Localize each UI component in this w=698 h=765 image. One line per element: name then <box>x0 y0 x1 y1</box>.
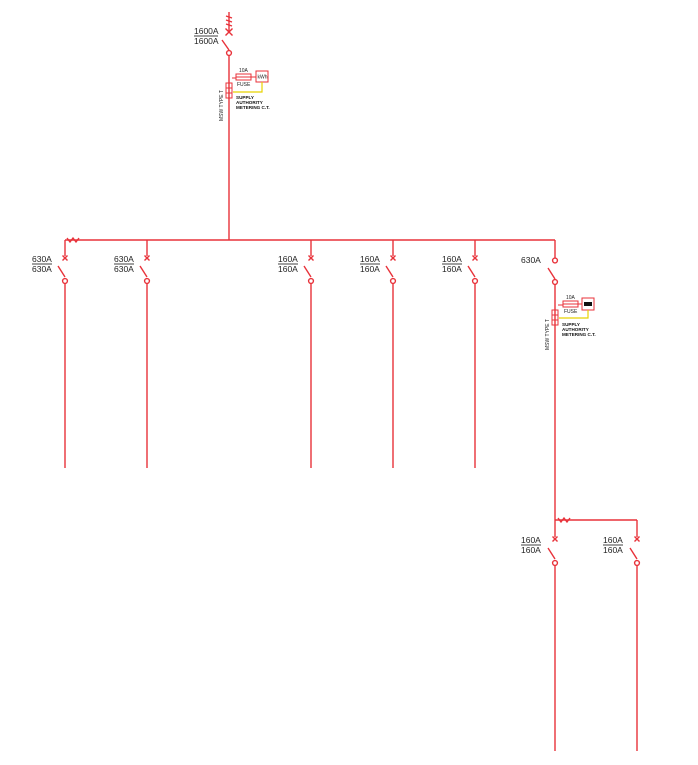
sub-metering: 10A FUSE MSW TYPE T SUPPLY AUTHORITY MET… <box>545 295 596 350</box>
main-breaker-rating-bottom: 1600A <box>194 36 219 46</box>
metering-text-3: METERING C.T. <box>562 332 596 337</box>
feeder-rating-bottom: 630A <box>32 264 52 274</box>
fuse-rating: 10A <box>239 68 249 74</box>
meter-display <box>584 302 592 306</box>
feeder-6: 630A <box>521 240 559 520</box>
fuse-label: FUSE <box>237 82 251 88</box>
feeder-rating-top: 630A <box>521 255 541 265</box>
fuse-label: FUSE <box>564 309 578 315</box>
feeder-rating-top: 160A <box>521 535 541 545</box>
main-busbar <box>65 236 555 244</box>
feeder-rating-top: 160A <box>603 535 623 545</box>
sub-feeder-2: 160A 160A <box>603 520 641 751</box>
metering-text-1: SUPPLY <box>562 322 580 327</box>
feeder-1: 630A 630A <box>32 240 69 468</box>
meter-label: kWh <box>258 75 268 81</box>
metering-ct <box>225 82 233 99</box>
feeder-rating-bottom: 630A <box>114 264 134 274</box>
feeder-rating-top: 160A <box>442 254 462 264</box>
feeder-2: 630A 630A <box>114 240 151 468</box>
feeder-rating-bottom: 160A <box>521 545 541 555</box>
metering-text-3: METERING C.T. <box>236 105 270 110</box>
vt-label: MSW TYPE T <box>219 90 225 121</box>
metering-text-2: AUTHORITY <box>562 327 589 332</box>
feeder-rating-bottom: 160A <box>442 264 462 274</box>
feeder-rating-bottom: 160A <box>360 264 380 274</box>
feeder-rating-top: 160A <box>278 254 298 264</box>
fuse-rating: 10A <box>566 295 576 301</box>
main-metering: 10A FUSE kWh MSW TYPE T SUPPLY AUTHORITY… <box>219 68 270 121</box>
feeder-rating-top: 630A <box>32 254 52 264</box>
sub-busbar <box>555 516 637 524</box>
metering-text-2: AUTHORITY <box>236 100 263 105</box>
main-breaker: 1600A 1600A <box>194 26 233 57</box>
feeder-rating-top: 160A <box>360 254 380 264</box>
feeder-rating-top: 630A <box>114 254 134 264</box>
metering-ct <box>551 309 559 326</box>
feeder-5: 160A 160A <box>442 240 479 468</box>
feeder-rating-bottom: 160A <box>278 264 298 274</box>
feeder-4: 160A 160A <box>360 240 397 468</box>
sub-feeder-1: 160A 160A <box>521 520 559 751</box>
feeder-3: 160A 160A <box>278 240 315 468</box>
main-breaker-rating-top: 1600A <box>194 26 219 36</box>
incoming-supply <box>225 12 233 36</box>
vt-label: MSW TYPE T <box>545 319 551 350</box>
metering-text-1: SUPPLY <box>236 95 254 100</box>
feeder-rating-bottom: 160A <box>603 545 623 555</box>
